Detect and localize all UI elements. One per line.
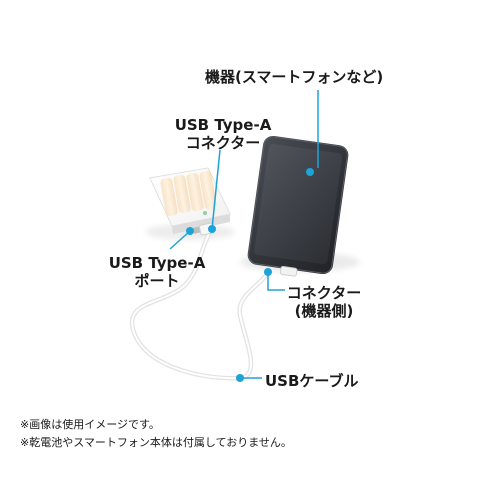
callout-line-usb-a-connector	[211, 149, 221, 230]
usb-cable-highlight	[131, 231, 269, 380]
footnote-image: ※画像は使用イメージです。	[20, 418, 160, 431]
callout-line-connector	[267, 272, 285, 291]
phone-usb-c-plug	[279, 266, 298, 277]
label-cable: USBケーブル	[265, 372, 359, 390]
callout-dot-cable	[236, 374, 244, 382]
label-usb-a-connector: USB Type-A コネクター	[168, 116, 278, 152]
callout-dot-usb-a-port	[186, 227, 194, 235]
label-usb-a-port-line1: USB Type-A	[108, 254, 206, 272]
label-usb-a-port-line2: ポート	[134, 272, 180, 290]
callout-dot-connector	[264, 268, 272, 276]
indicator-led	[203, 211, 207, 215]
label-usb-a-connector-line1: USB Type-A	[174, 116, 272, 134]
charger-case-side	[172, 214, 230, 234]
battery-charger	[149, 167, 231, 236]
charger-top-face	[150, 168, 230, 226]
callout-dot-device	[306, 168, 314, 176]
label-connector-line2: (機器側)	[294, 302, 354, 320]
callout-dot-usb-a-connector	[208, 225, 216, 233]
callout-line-usb-a-port	[169, 230, 191, 250]
label-connector-line1: コネクター	[286, 284, 362, 302]
label-usb-a-port: USB Type-A ポート	[102, 254, 212, 290]
label-device: 機器(スマートフォンなど)	[205, 68, 384, 86]
label-connector: コネクター (機器側)	[284, 284, 364, 320]
label-usb-a-connector-line2: コネクター	[185, 134, 261, 152]
footnote-not-included: ※乾電池やスマートフォン本体は付属しておりません。	[20, 436, 292, 449]
smartphone	[247, 135, 349, 277]
phone-screen	[254, 143, 343, 265]
callout-dots	[186, 168, 314, 382]
batteries	[160, 170, 217, 217]
